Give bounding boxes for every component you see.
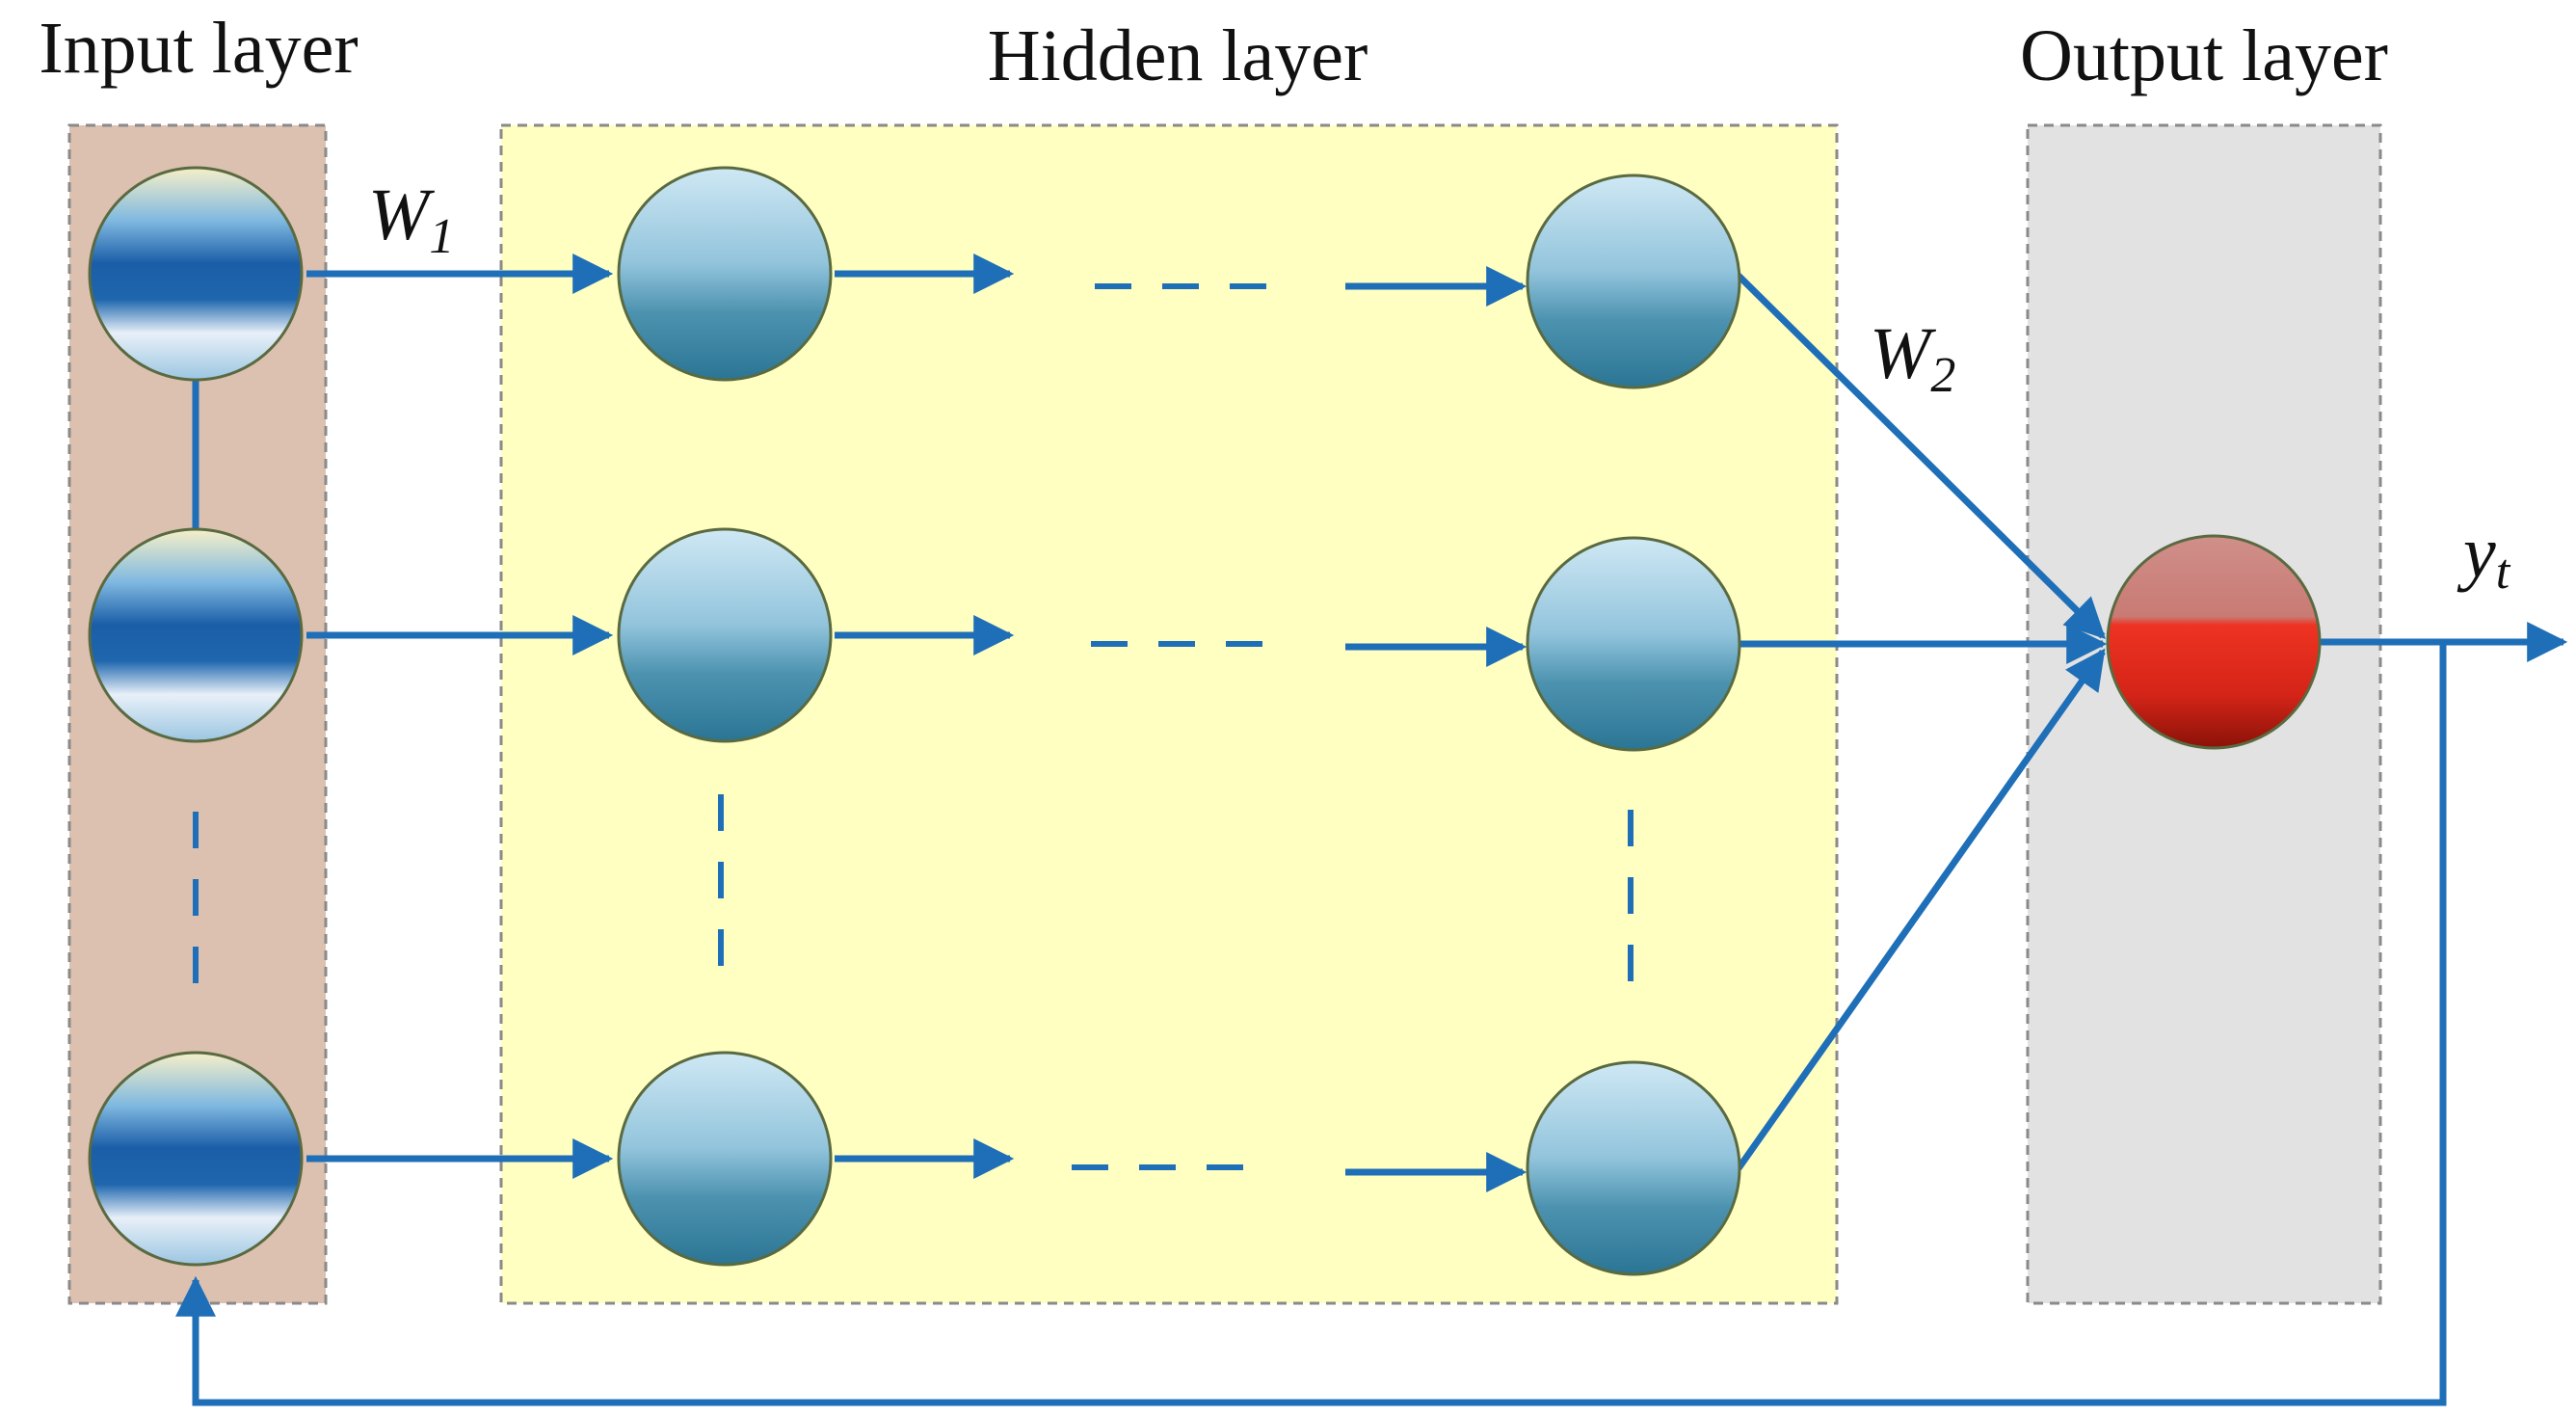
input-node-3 — [88, 1051, 304, 1267]
output-label-sub: t — [2496, 545, 2511, 600]
w2-label-sub: 2 — [1930, 348, 1955, 403]
hidden-node-c2-r2 — [1526, 536, 1741, 752]
feedback-loop — [175, 642, 2447, 1406]
w2-arrow-top — [1736, 273, 2106, 639]
w2-arrow-bottom — [1736, 648, 2106, 1171]
hidden-node-c1-r1 — [617, 166, 833, 382]
w1-label-sub: 1 — [429, 209, 454, 264]
hidden-node-c1-r3 — [617, 1051, 833, 1267]
output-label: yt — [2456, 512, 2511, 600]
output-label-base: y — [2456, 512, 2496, 593]
w2-label: W2 — [1870, 313, 1955, 403]
input-node-2 — [88, 527, 304, 743]
output-layer-title: Output layer — [2020, 15, 2388, 96]
hidden-node-c2-r3 — [1526, 1060, 1741, 1276]
output-node — [2106, 534, 2322, 750]
input-node-1 — [88, 166, 304, 382]
input-layer-title: Input layer — [39, 8, 358, 89]
w2-label-base: W — [1870, 313, 1937, 394]
hidden-layer-title: Hidden layer — [988, 15, 1368, 96]
w1-label: W1 — [368, 174, 454, 264]
hidden-node-c2-r1 — [1526, 174, 1741, 389]
w1-label-base: W — [368, 174, 436, 255]
hidden-node-c1-r2 — [617, 527, 833, 743]
